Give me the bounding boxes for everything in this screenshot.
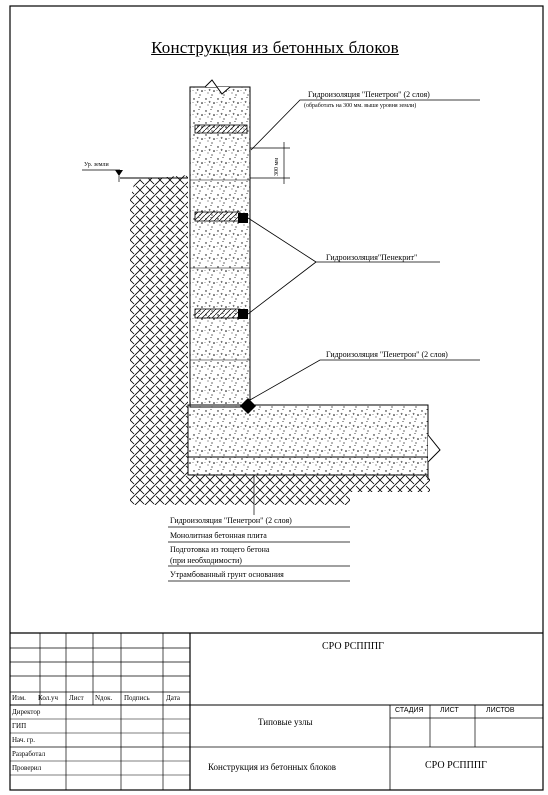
concrete-slab <box>187 404 429 458</box>
ground-level-label: Ур. земли <box>84 162 109 168</box>
sheets-header: ЛИСТОВ <box>486 707 515 714</box>
header-podpis: Подпись <box>124 694 150 702</box>
subject-title: Типовые узлы <box>258 717 313 727</box>
role-head-group: Нач. гр. <box>12 736 36 744</box>
header-data: Дата <box>166 694 180 702</box>
role-developer: Разработал <box>12 750 46 758</box>
lean-concrete <box>187 456 429 476</box>
header-kolich: Кол.уч <box>38 694 58 702</box>
dimension-300mm: 300 мм <box>274 157 280 176</box>
callout-penetron-top: Гидроизоляция "Пенетрон" (2 слоя) <box>308 90 430 99</box>
stage-header: СТАДИЯ <box>395 707 424 714</box>
role-director: Директор <box>12 708 41 716</box>
callout-penetron-note: (обработать на 300 мм. выше уровня земли… <box>304 103 417 109</box>
role-gip: ГИП <box>12 722 27 730</box>
role-checker: Проверил <box>12 764 42 772</box>
org-name-bottom: СРО РСПППГ <box>425 760 487 771</box>
header-list: Лист <box>69 694 84 702</box>
legend-item: Подготовка из тощего бетона <box>170 545 270 554</box>
drawing-title: Конструкция из бетонных блоков <box>151 38 399 57</box>
header-izm: Изм. <box>12 694 26 702</box>
legend-item: Утрамбованный грунт основания <box>170 570 284 579</box>
org-name-top: СРО РСПППГ <box>322 641 384 652</box>
legend-item: Монолитная бетонная плита <box>170 531 267 540</box>
header-ndok: Nдок. <box>95 694 113 702</box>
block-wall <box>189 86 251 408</box>
legend-item: (при необходимости) <box>170 556 242 565</box>
soil-fill <box>130 175 430 505</box>
sheet-header: ЛИСТ <box>440 707 459 714</box>
legend-item: Гидроизоляция "Пенетрон" (2 слоя) <box>170 516 292 525</box>
callout-penetron-bottom: Гидроизоляция "Пенетрон" (2 слоя) <box>326 350 448 359</box>
sheet-title: Конструкция из бетонных блоков <box>208 762 337 772</box>
callout-penecrit: Гидроизоляция"Пенекрит" <box>326 253 418 262</box>
